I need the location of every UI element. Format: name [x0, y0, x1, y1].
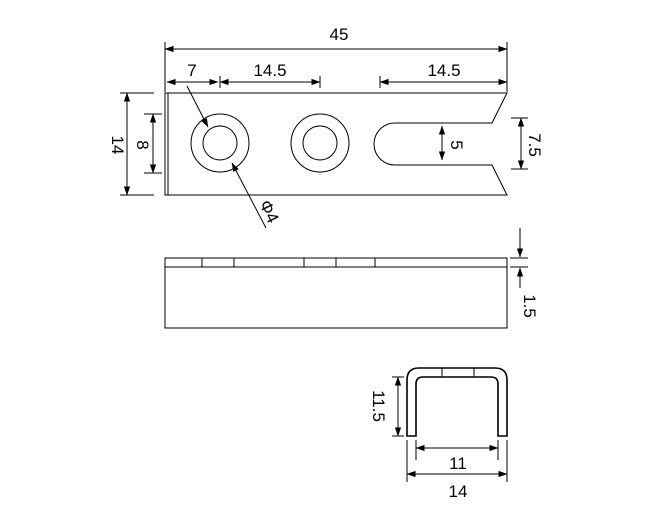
- dim-side-height: 11.5: [369, 376, 404, 437]
- side-view: 1.5: [164, 228, 539, 329]
- dim-label-11-5: 11.5: [369, 390, 388, 422]
- dim-inner-width: 11: [415, 440, 499, 473]
- top-view-outline: [164, 92, 508, 196]
- end-view: 11.5 11 14: [369, 367, 508, 501]
- dim-edge-to-hole: 7: [166, 61, 219, 128]
- dim-overall-length: 45: [164, 25, 508, 92]
- dim-label-14-width: 14: [108, 136, 127, 155]
- end-view-outline: [406, 367, 508, 437]
- dim-hole-pitch: 14.5: [219, 61, 321, 88]
- dim-label-14-outer: 14: [449, 482, 468, 501]
- side-view-hole-boss-right: [303, 257, 337, 268]
- dim-outer-width: 14: [406, 440, 508, 501]
- dim-slot-width: 5: [438, 125, 466, 161]
- dim-thickness: 1.5: [510, 228, 539, 318]
- dim-label-7-5: 7.5: [525, 133, 544, 157]
- hole-right: [290, 113, 350, 173]
- dim-slot-length: 14.5: [379, 61, 508, 88]
- dim-slot-position: 7.5: [511, 117, 544, 170]
- top-view: 45 7 14.5 14.5 14: [108, 25, 544, 229]
- side-view-hole-boss-left: [201, 257, 235, 268]
- dim-hole-span: 8: [133, 113, 162, 174]
- dim-label-phi-4: Φ4: [255, 197, 282, 226]
- dim-label-8: 8: [133, 140, 152, 149]
- dim-label-45: 45: [330, 25, 349, 44]
- dim-label-14-5-slot: 14.5: [427, 61, 460, 80]
- dim-label-11: 11: [449, 454, 467, 473]
- dim-overall-width: 14: [108, 92, 154, 196]
- dim-label-7: 7: [187, 61, 196, 80]
- dim-label-1-5: 1.5: [520, 294, 539, 318]
- dim-label-14-5-pitch: 14.5: [253, 61, 286, 80]
- side-view-outline: [164, 257, 508, 329]
- end-view-boss: [441, 367, 475, 378]
- dim-label-5: 5: [447, 140, 466, 149]
- hole-left: [190, 113, 250, 173]
